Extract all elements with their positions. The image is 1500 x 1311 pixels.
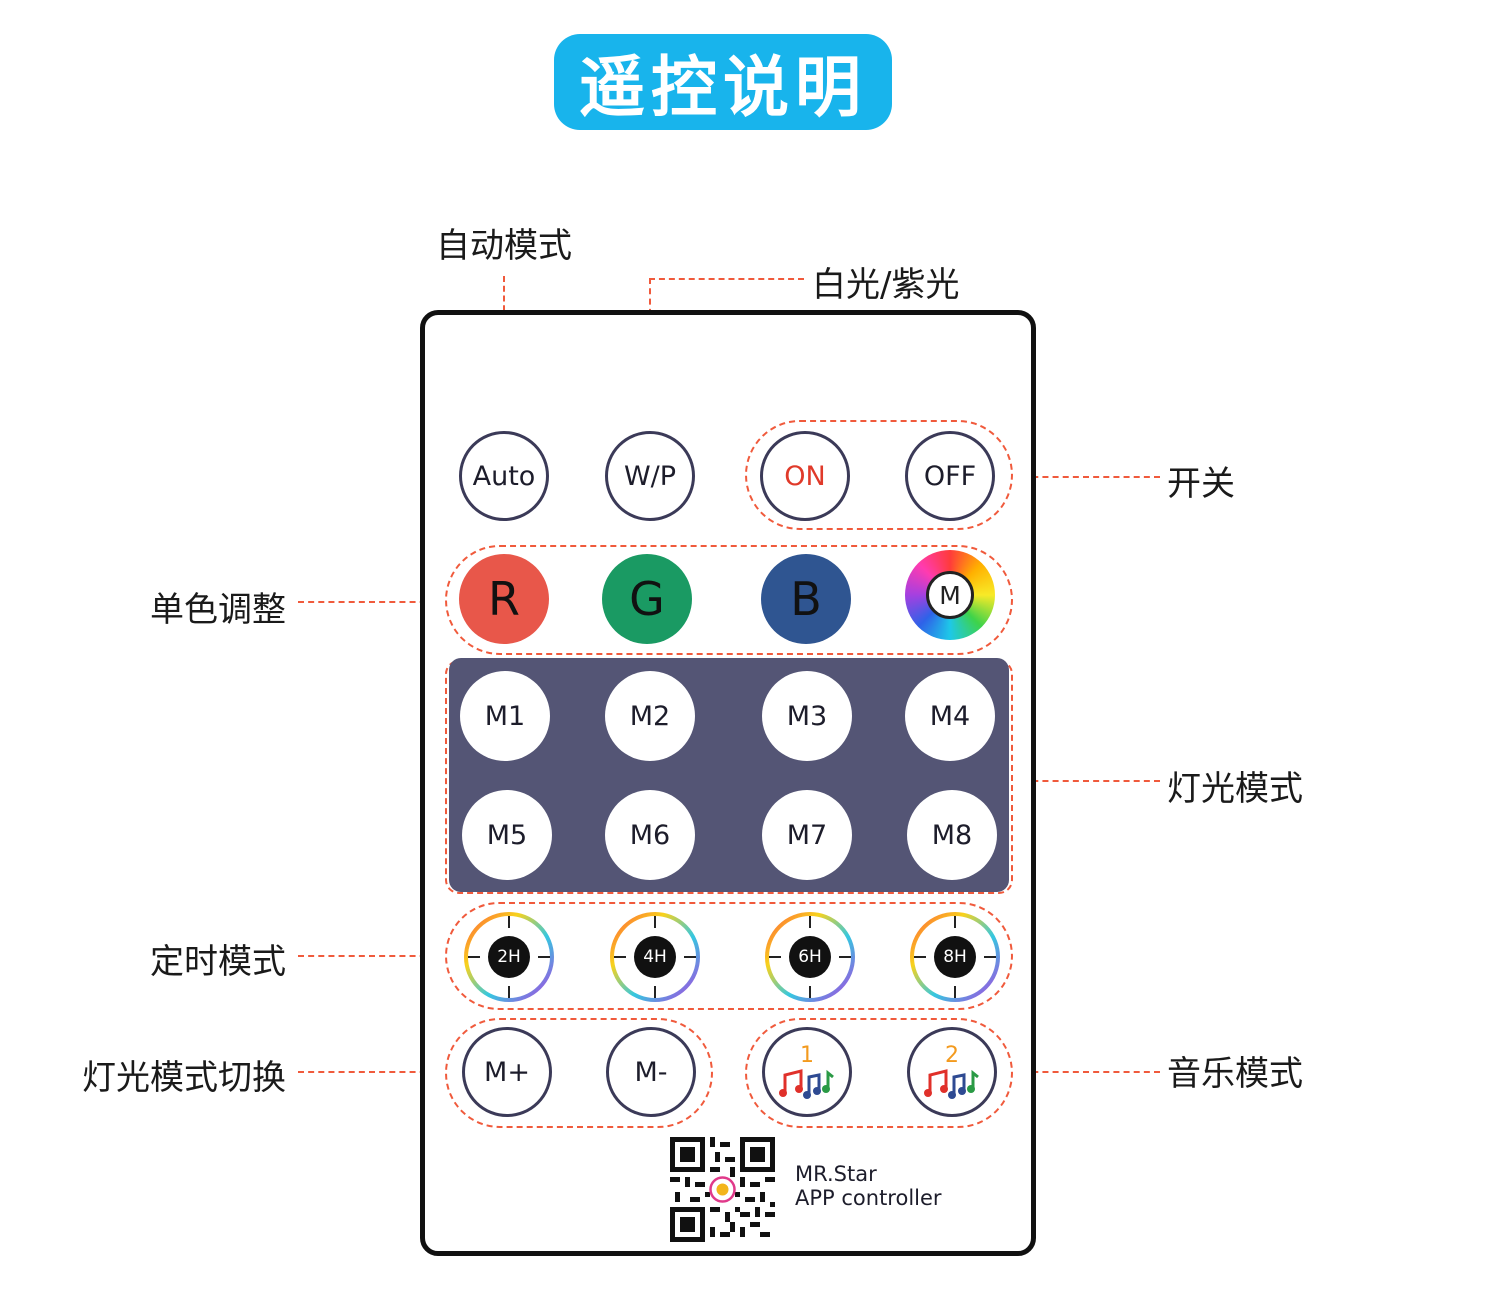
qr-code-icon bbox=[670, 1137, 775, 1242]
leader-timer bbox=[298, 955, 446, 957]
mode-button-7[interactable]: M7 bbox=[762, 790, 852, 880]
mode-minus-button[interactable]: M- bbox=[606, 1027, 696, 1117]
mode-button-4[interactable]: M4 bbox=[905, 671, 995, 761]
leader-wp-h bbox=[649, 278, 804, 280]
timer-label-2h: 2H bbox=[497, 947, 521, 967]
clock-dial-icon bbox=[910, 912, 1000, 1002]
leader-music bbox=[1012, 1071, 1160, 1073]
label-auto-mode: 自动模式 bbox=[436, 226, 572, 266]
clock-dial-icon bbox=[765, 912, 855, 1002]
label-light-mode: 灯光模式 bbox=[1167, 769, 1303, 809]
label-timer-mode: 定时模式 bbox=[150, 942, 286, 982]
leader-single-color bbox=[298, 601, 446, 603]
app-caption: MR.Star APP controller bbox=[795, 1162, 942, 1210]
clock-dial-icon bbox=[464, 912, 554, 1002]
music-notes-icon bbox=[779, 1069, 834, 1099]
multicolor-inner: M bbox=[926, 571, 974, 619]
group-music bbox=[745, 1018, 1013, 1128]
green-button[interactable]: G bbox=[602, 554, 692, 644]
timer-button-4h[interactable]: 4H bbox=[608, 910, 702, 1004]
label-single-color: 单色调整 bbox=[150, 590, 286, 630]
label-music-mode: 音乐模式 bbox=[1167, 1054, 1303, 1094]
timer-button-6h[interactable]: 6H bbox=[763, 910, 857, 1004]
blue-button[interactable]: B bbox=[761, 554, 851, 644]
music-button-2[interactable]: 2 bbox=[907, 1027, 997, 1117]
mode-button-1[interactable]: M1 bbox=[460, 671, 550, 761]
label-light-mode-switch: 灯光模式切换 bbox=[82, 1058, 286, 1098]
label-white-purple: 白光/紫光 bbox=[812, 265, 960, 305]
timer-button-2h[interactable]: 2H bbox=[462, 910, 556, 1004]
music-button-1[interactable]: 1 bbox=[762, 1027, 852, 1117]
mode-button-3[interactable]: M3 bbox=[762, 671, 852, 761]
on-button[interactable]: ON bbox=[760, 431, 850, 521]
off-button[interactable]: OFF bbox=[905, 431, 995, 521]
leader-light-mode bbox=[1012, 780, 1160, 782]
leader-power bbox=[1012, 476, 1160, 478]
music-number-2: 2 bbox=[945, 1043, 959, 1068]
group-power bbox=[745, 420, 1013, 530]
multicolor-label: M bbox=[939, 580, 961, 610]
timer-label-4h: 4H bbox=[643, 947, 667, 967]
group-mode-switch bbox=[445, 1018, 713, 1128]
page-title: 遥控说明 bbox=[579, 49, 867, 126]
group-rgb bbox=[445, 545, 1013, 655]
timer-label-6h: 6H bbox=[798, 947, 822, 967]
timer-button-8h[interactable]: 8H bbox=[908, 910, 1002, 1004]
clock-dial-icon bbox=[610, 912, 700, 1002]
group-timers bbox=[445, 902, 1013, 1010]
red-button[interactable]: R bbox=[459, 554, 549, 644]
mode-button-6[interactable]: M6 bbox=[605, 790, 695, 880]
auto-button[interactable]: Auto bbox=[459, 431, 549, 521]
label-power: 开关 bbox=[1167, 464, 1235, 504]
multicolor-button[interactable]: M bbox=[905, 550, 995, 640]
title-badge: 遥控说明 bbox=[554, 34, 892, 130]
mode-button-8[interactable]: M8 bbox=[907, 790, 997, 880]
mode-button-5[interactable]: M5 bbox=[462, 790, 552, 880]
mode-button-2[interactable]: M2 bbox=[605, 671, 695, 761]
wp-button[interactable]: W/P bbox=[605, 431, 695, 521]
leader-mode-switch bbox=[298, 1071, 446, 1073]
mode-plus-button[interactable]: M+ bbox=[462, 1027, 552, 1117]
timer-label-8h: 8H bbox=[943, 947, 967, 967]
app-name: MR.Star bbox=[795, 1162, 877, 1186]
music-notes-icon bbox=[924, 1069, 979, 1099]
app-subtitle: APP controller bbox=[795, 1186, 942, 1210]
music-number-1: 1 bbox=[800, 1043, 814, 1068]
